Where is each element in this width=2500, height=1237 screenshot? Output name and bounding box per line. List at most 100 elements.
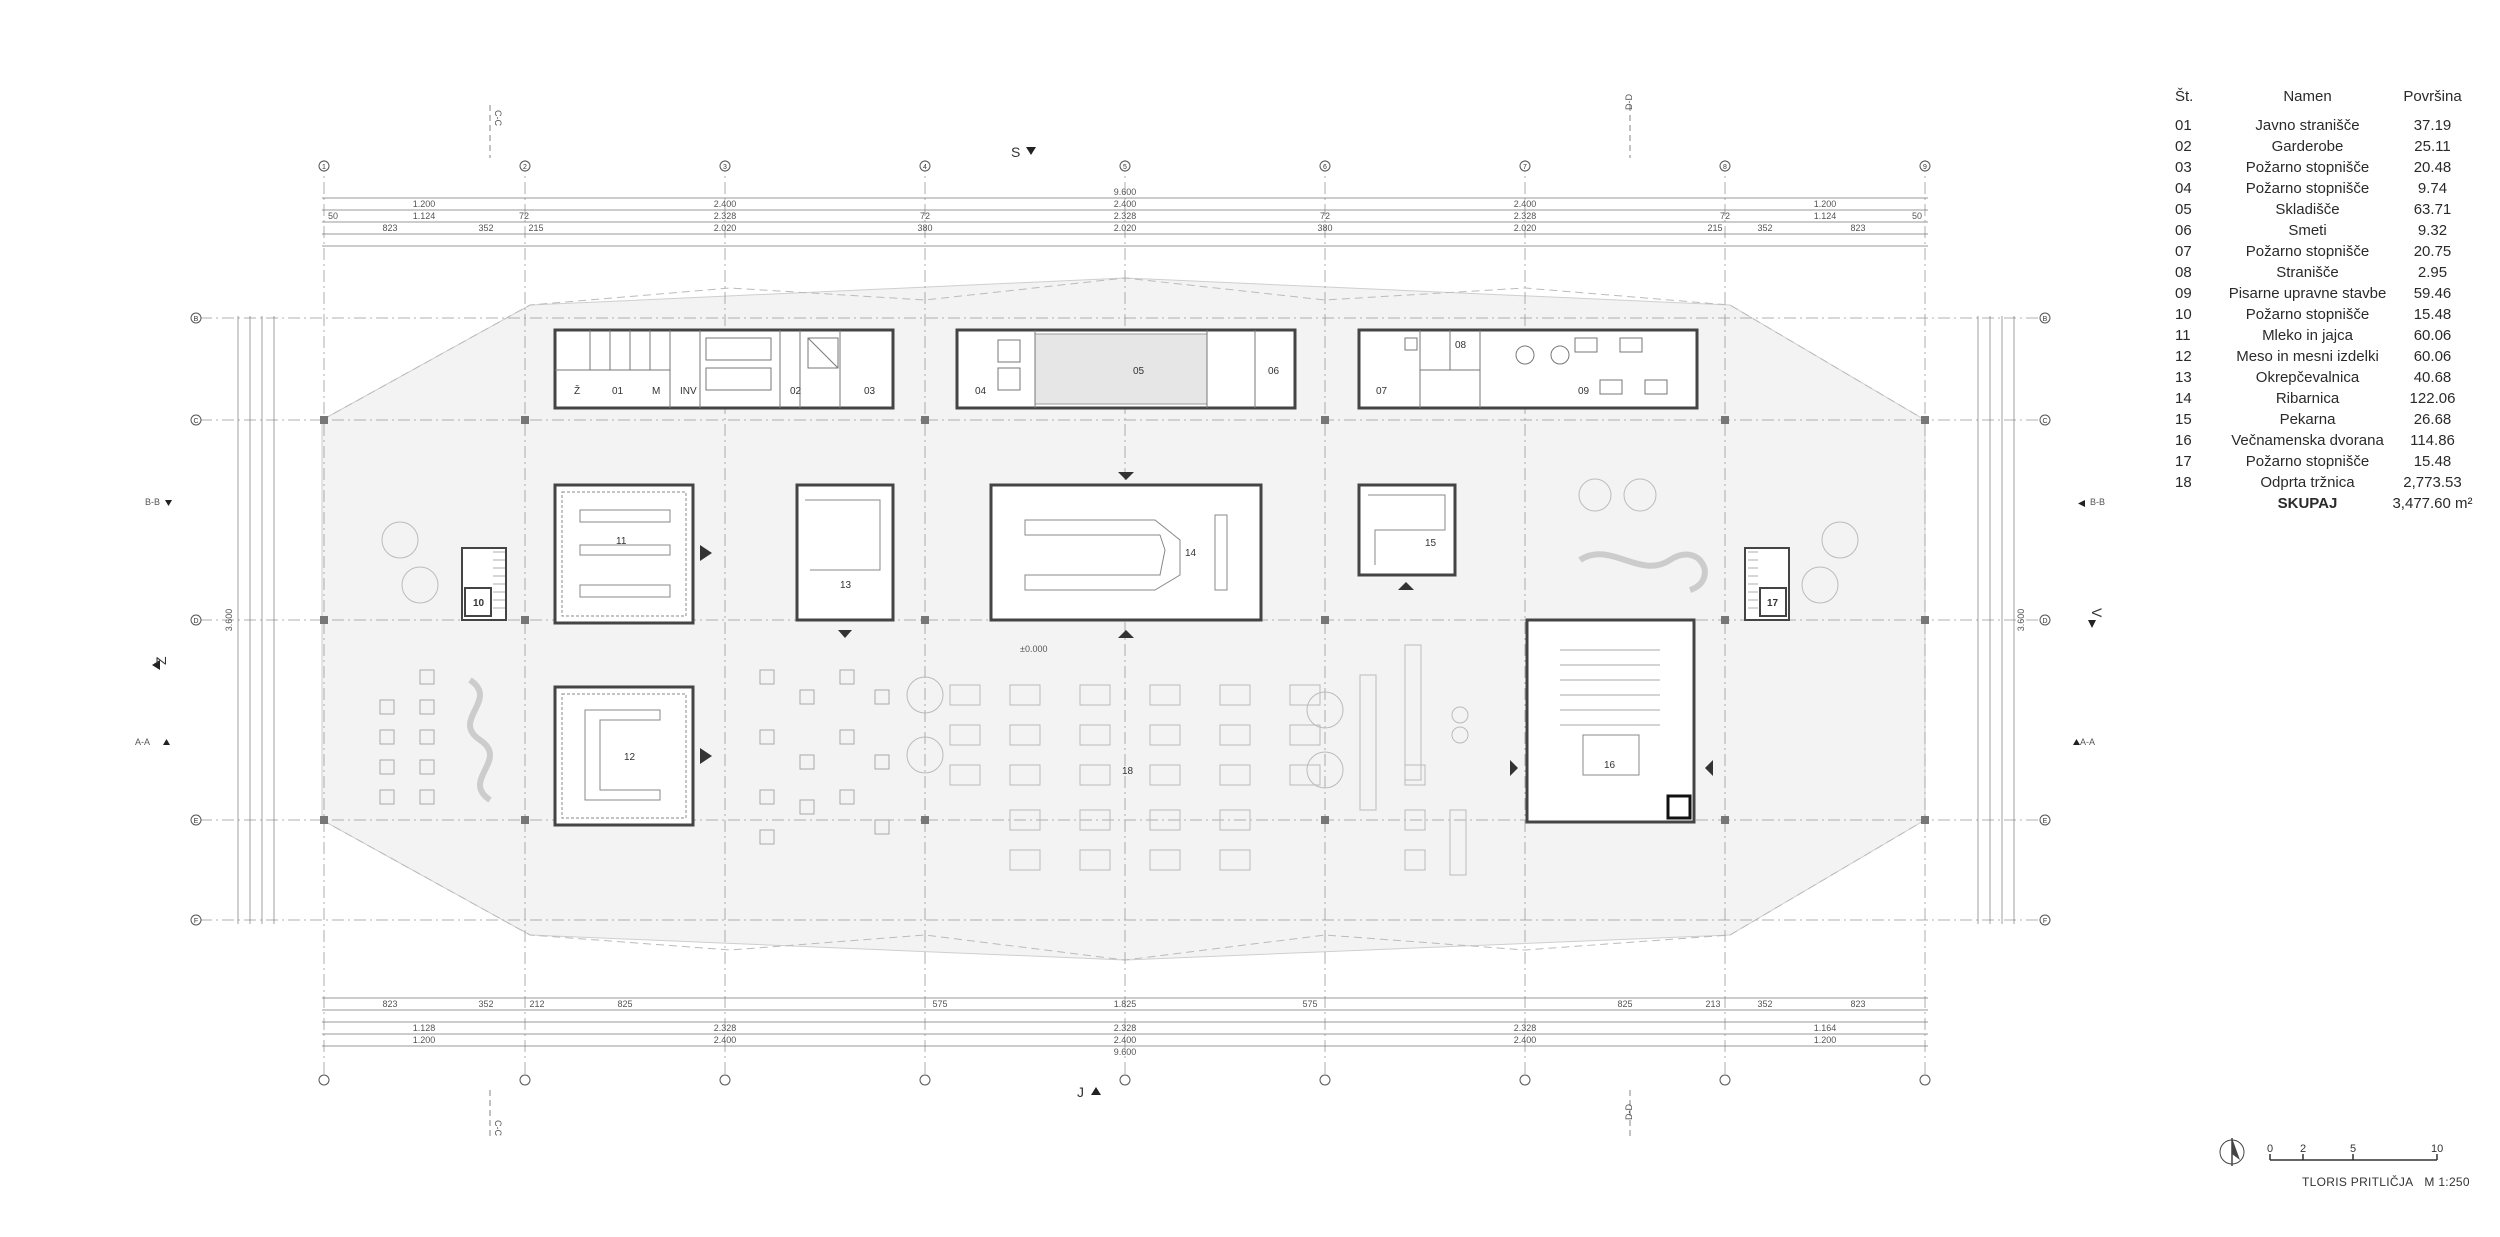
legend-area: 122.06 [2409,390,2456,407]
grid-label-3: 3 [723,164,727,171]
dim-top-r3-10: 352 [1757,223,1772,233]
side-dimension-lines [237,316,2015,924]
dim-bot-r1-1: 823 [382,999,397,1009]
service-block-left [553,328,895,410]
legend-area: 20.75 [2413,243,2452,260]
legend-header-num: Št. [2175,88,2194,105]
legend-area: 114.86 [2410,432,2455,449]
trees [381,478,1859,789]
room-wc-women: Ž [574,384,580,397]
legend-num: 15 [2175,411,2192,428]
dim-bot-r2-3: 2.328 [1114,1023,1137,1033]
orientation-south: J [1077,1084,1084,1100]
drawing-caption: TLORIS PRITLIČJA M 1:250 [2302,1175,2470,1189]
legend-num: 08 [2175,264,2192,281]
legend-name: Ribarnica [2275,390,2340,407]
section-arrow-bb-left [165,500,172,506]
dim-top-r2-9: 72 [1720,211,1730,221]
legend-name: Požarno stopnišče [2245,159,2370,176]
service-block-middle [955,328,1297,410]
legend-num: 14 [2175,390,2192,407]
dim-top-r3-7: 380 [1317,223,1332,233]
legend-header-name: Namen [2283,88,2332,105]
grid-label-2: 2 [523,164,527,171]
south-arrow [1091,1087,1101,1095]
section-aa-left: A-A [135,737,150,747]
legend-name: Okrepčevalnica [2255,369,2360,386]
room-18-label: 18 [1122,766,1134,777]
legend-num: 11 [2175,327,2191,344]
fire-stair-17 [1744,547,1790,621]
grid-label-e: E [194,818,199,825]
legend-total-area: 3,477.60 m² [2392,495,2473,512]
planting-curve-left [467,677,493,803]
room-08-label: 08 [1455,340,1467,351]
dim-bot-r1-8: 825 [1617,999,1632,1009]
dim-bot-r2-2: 2.328 [714,1023,737,1033]
legend-area: 60.06 [2413,348,2452,365]
dim-bot-r3-2: 2.400 [714,1035,737,1045]
grid-column-markers-top [318,160,1931,172]
dim-bot-r2-4: 2.328 [1514,1023,1537,1033]
room-04-label: 04 [975,386,987,397]
level-marker: ±0.000 [1020,644,1047,654]
scale-tick-10: 10 [2431,1143,2443,1155]
legend-total-row: SKUPAJ 3,477.60 m² [2175,493,2475,514]
dim-top-r3-8: 2.020 [1514,223,1537,233]
dim-top-r3-11: 823 [1850,223,1865,233]
stall-11 [553,483,712,625]
grid-label-f-right: F [2043,918,2047,925]
grid-label-c: C [193,418,198,425]
grid-row-markers [190,312,2051,926]
dim-top-r3-5: 380 [917,223,932,233]
room-01-label: 01 [612,386,624,397]
room-wc-men: M [652,386,660,397]
dim-bot-r3-1: 1.200 [413,1035,436,1045]
structural-columns [320,416,1929,824]
dim-top-r1-2: 2.400 [714,199,737,209]
legend-row: 14 Ribarnica 122.06 [2175,388,2475,409]
legend-area: 15.48 [2413,306,2452,323]
grid-label-4: 4 [923,164,927,171]
legend-name: Pisarne upravne stavbe [2228,285,2387,302]
room-15-label: 15 [1425,538,1437,549]
section-arrow-aa-right [2073,739,2080,745]
grid-label-8: 8 [1723,164,1727,171]
stall-13 [795,483,895,638]
legend-area: 9.32 [2417,222,2448,239]
top-dimension-lines [322,197,1928,247]
stall-12 [553,685,712,827]
fire-stair-10 [461,547,507,621]
dim-top-r2-8: 2.328 [1514,211,1537,221]
legend-num: 07 [2175,243,2192,260]
legend-num: 04 [2175,180,2192,197]
dim-top-r1-1: 1.200 [413,199,436,209]
scale-tick-2: 2 [2300,1143,2306,1155]
dim-bot-r3-5: 1.200 [1814,1035,1837,1045]
caption-scale: M 1:250 [2424,1175,2470,1189]
dim-bot-r2-1: 1.128 [413,1023,436,1033]
legend-name: Požarno stopnišče [2245,306,2370,323]
legend-num: 12 [2175,348,2192,365]
dim-top-r2-11: 50 [1912,211,1922,221]
dim-top-r2-5: 72 [920,211,930,221]
legend-name: Stranišče [2276,264,2339,281]
section-arrow-aa-left [163,739,170,745]
dim-bot-r2-5: 1.164 [1814,1023,1837,1033]
east-arrow [2088,620,2096,628]
legend-total-label: SKUPAJ [2277,495,2338,512]
legend-name: Večnamenska dvorana [2231,432,2384,449]
legend-name: Požarno stopnišče [2245,180,2370,197]
dim-top-r2-6: 2.328 [1114,211,1137,221]
dim-right-total: 3.600 [2016,609,2026,632]
